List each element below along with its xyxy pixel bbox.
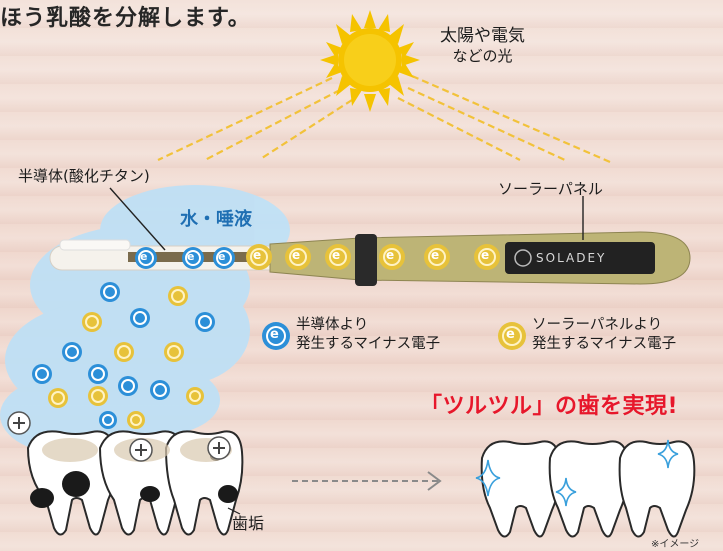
electron-glyph: e <box>253 248 262 262</box>
plus-icon <box>7 411 31 435</box>
plus-icon <box>129 438 153 462</box>
electron-glyph: e <box>481 248 490 262</box>
pointer-lines <box>109 187 584 251</box>
legend-electron-glyph: e <box>506 327 515 342</box>
sun-rays <box>157 74 611 164</box>
legend-semiconductor-line2: 発生するマイナス電子 <box>296 336 441 352</box>
dashed-arrow-icon <box>292 471 442 491</box>
electron-blue-row <box>135 247 235 269</box>
legend-solar: ソーラーパネルより 発生するマイナス電子 <box>532 316 676 354</box>
electron-glyph: e <box>431 248 440 262</box>
electron-glyph: e <box>140 250 148 263</box>
headline-result: 「ツルツル」の歯を実現! <box>420 394 679 419</box>
teeth-clean <box>480 440 696 538</box>
sun-icon <box>320 10 420 112</box>
water-label: 水・唾液 <box>180 209 252 230</box>
legend-solar-line1: ソーラーパネルより <box>532 317 663 333</box>
electron-glyph: e <box>386 248 395 262</box>
legend-blue-icon <box>262 322 290 350</box>
legend-solar-line2: 発生するマイナス電子 <box>532 336 677 352</box>
sparkle-icon <box>475 439 679 507</box>
sun-caption-line1: 太陽や電気 <box>440 26 525 46</box>
tartar-pointer <box>227 507 241 515</box>
tooth-icon <box>480 440 562 538</box>
legend-semiconductor: 半導体より 発生するマイナス電子 <box>296 316 440 354</box>
brand-label: SOLADEY <box>536 251 607 265</box>
electron-scatter <box>32 282 215 429</box>
legend-electron-glyph: e <box>270 327 279 342</box>
legend-semiconductor-line1: 半導体より <box>296 317 369 333</box>
legend-yellow-icon <box>498 322 526 350</box>
semiconductor-label: 半導体(酸化チタン) <box>18 167 150 185</box>
electron-glyph: e <box>332 248 341 262</box>
headline-top: ほう乳酸を分解します。 <box>0 6 251 31</box>
electron-glyph: e <box>187 250 195 263</box>
tooth-icon <box>618 440 696 538</box>
sun-caption: 太陽や電気 などの光 <box>440 26 525 66</box>
tartar-label: 歯垢 <box>232 514 265 533</box>
electron-yellow-row <box>246 244 500 270</box>
image-note: ※イメージ <box>651 539 700 550</box>
plus-icon <box>207 436 231 460</box>
sun-caption-line2: などの光 <box>452 47 513 65</box>
electron-glyph: e <box>218 250 226 263</box>
solar-panel-label: ソーラーパネル <box>498 180 603 198</box>
electron-glyph: e <box>292 248 301 262</box>
tooth-icon <box>548 440 630 538</box>
